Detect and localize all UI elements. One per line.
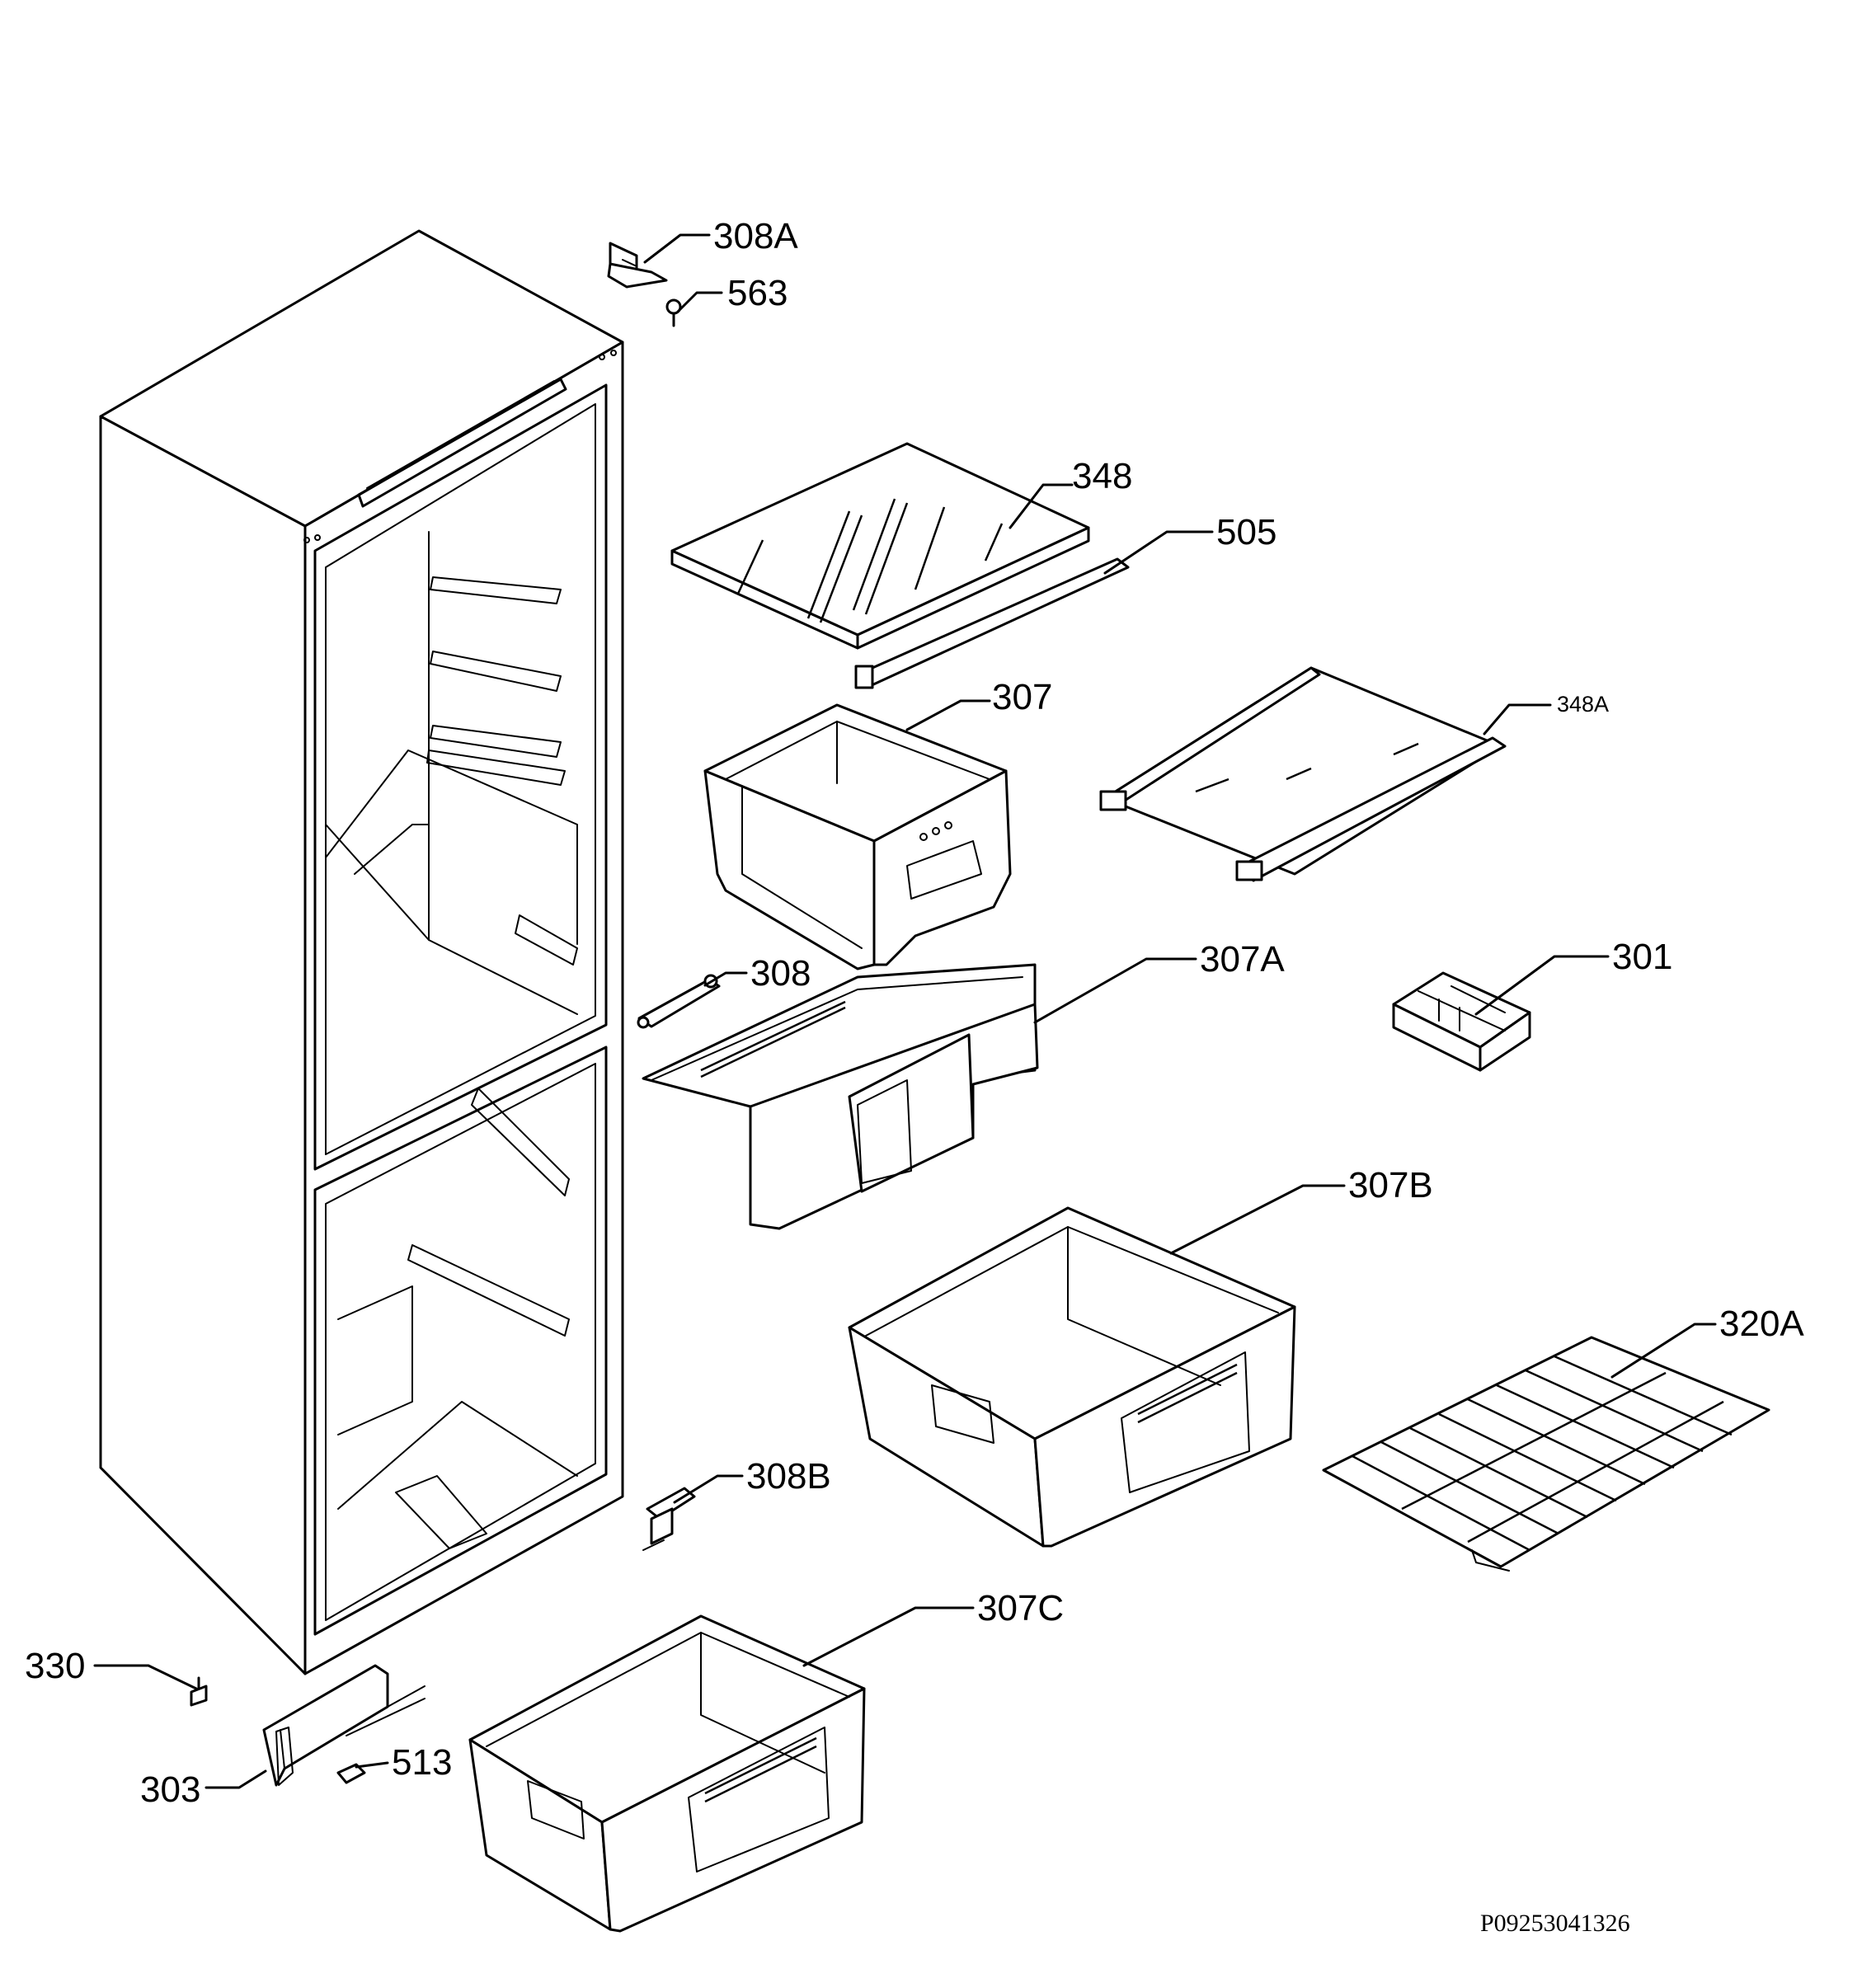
label-307c: 307C — [977, 1588, 1064, 1628]
drawer-307a — [642, 963, 1039, 1230]
hinge-308a — [607, 242, 668, 289]
drawer-307c — [468, 1614, 866, 1933]
label-513: 513 — [392, 1742, 452, 1783]
shelf-trim-505 — [854, 557, 1130, 689]
label-307b: 307B — [1348, 1165, 1433, 1205]
kickplate-303 — [262, 1664, 426, 1787]
label-308: 308 — [750, 953, 811, 994]
label-307: 307 — [992, 677, 1052, 717]
part-labels: 308A 563 348 505 307 348A 308 307A 301 3… — [25, 216, 1804, 1810]
drawer-307 — [703, 703, 1012, 970]
screw-563 — [665, 298, 682, 327]
label-330: 330 — [25, 1646, 85, 1686]
wire-shelf-320a — [1322, 1336, 1770, 1572]
glass-shelf-348 — [670, 442, 1090, 650]
drawer-307b — [848, 1206, 1296, 1548]
foot-330 — [190, 1676, 208, 1707]
fridge-cabinet — [99, 229, 624, 1675]
ice-tray-301 — [1392, 971, 1531, 1072]
label-307a: 307A — [1200, 939, 1285, 980]
glass-shelf-348a — [1099, 666, 1507, 882]
clip-513 — [336, 1763, 366, 1784]
label-505: 505 — [1216, 512, 1277, 552]
label-320a: 320A — [1719, 1304, 1804, 1344]
label-301: 301 — [1612, 937, 1672, 977]
leader-lines — [93, 233, 1717, 1789]
label-308b: 308B — [746, 1456, 831, 1497]
label-563: 563 — [727, 273, 788, 313]
label-303: 303 — [140, 1769, 200, 1810]
label-348: 348 — [1072, 456, 1132, 496]
hinge-308b — [642, 1487, 696, 1551]
drawing-code: P09253041326 — [1480, 1910, 1630, 1937]
label-348a: 348A — [1557, 692, 1609, 717]
label-308a: 308A — [713, 216, 798, 256]
